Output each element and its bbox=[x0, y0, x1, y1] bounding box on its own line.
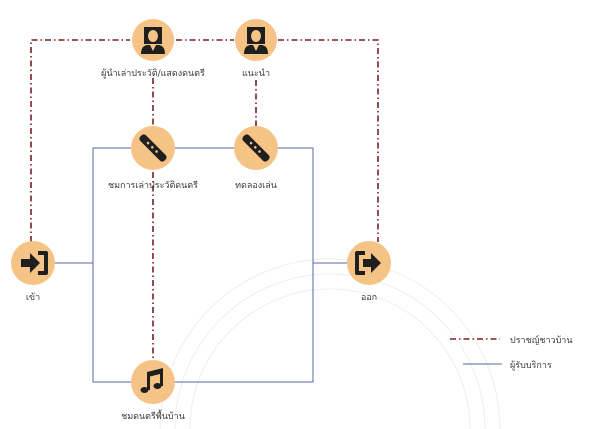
legend-item-villager: ปราชญ์ชาวบ้าน bbox=[450, 334, 573, 346]
node-guide: แนะนำ bbox=[235, 19, 277, 79]
entry-label: เข้า bbox=[26, 292, 40, 303]
node-try-play: ทดลองเล่น bbox=[234, 126, 278, 191]
flute-icon bbox=[242, 134, 270, 162]
person-icon bbox=[244, 27, 268, 54]
leader-history-label: ผู้นำเล่าประวัติ/แสดงดนตรี bbox=[101, 68, 205, 79]
flute-icon bbox=[139, 134, 167, 162]
exit-icon bbox=[355, 251, 381, 275]
visitor-paths bbox=[55, 147, 347, 383]
legend: ปราชญ์ชาวบ้าน ผู้รับบริการ bbox=[450, 334, 573, 371]
legend-item-visitor: ผู้รับบริการ bbox=[463, 360, 552, 371]
node-entry: เข้า bbox=[11, 241, 55, 303]
villager-paths bbox=[30, 39, 379, 362]
villager-path-guide-to-exit bbox=[278, 39, 379, 242]
exit-label: ออก bbox=[361, 293, 377, 303]
music-show-label: ชมดนตรีพื้นบ้าน bbox=[121, 409, 185, 422]
node-music-show: ชมดนตรีพื้นบ้าน bbox=[121, 360, 185, 422]
music-note-icon bbox=[140, 368, 163, 393]
legend-label-visitor: ผู้รับบริการ bbox=[510, 360, 552, 371]
enter-icon bbox=[21, 251, 48, 275]
node-music-history: ชมการเล่าประวัติดนตรี bbox=[108, 126, 198, 191]
node-exit: ออก bbox=[347, 241, 391, 303]
legend-label-villager: ปราชญ์ชาวบ้าน bbox=[510, 334, 573, 346]
try-play-label: ทดลองเล่น bbox=[235, 181, 277, 191]
node-leader-history: ผู้นำเล่าประวัติ/แสดงดนตรี bbox=[101, 19, 205, 79]
person-icon bbox=[141, 27, 165, 54]
watermark bbox=[159, 258, 501, 429]
music-history-label: ชมการเล่าประวัติดนตรี bbox=[108, 180, 198, 191]
guide-label: แนะนำ bbox=[242, 68, 270, 79]
